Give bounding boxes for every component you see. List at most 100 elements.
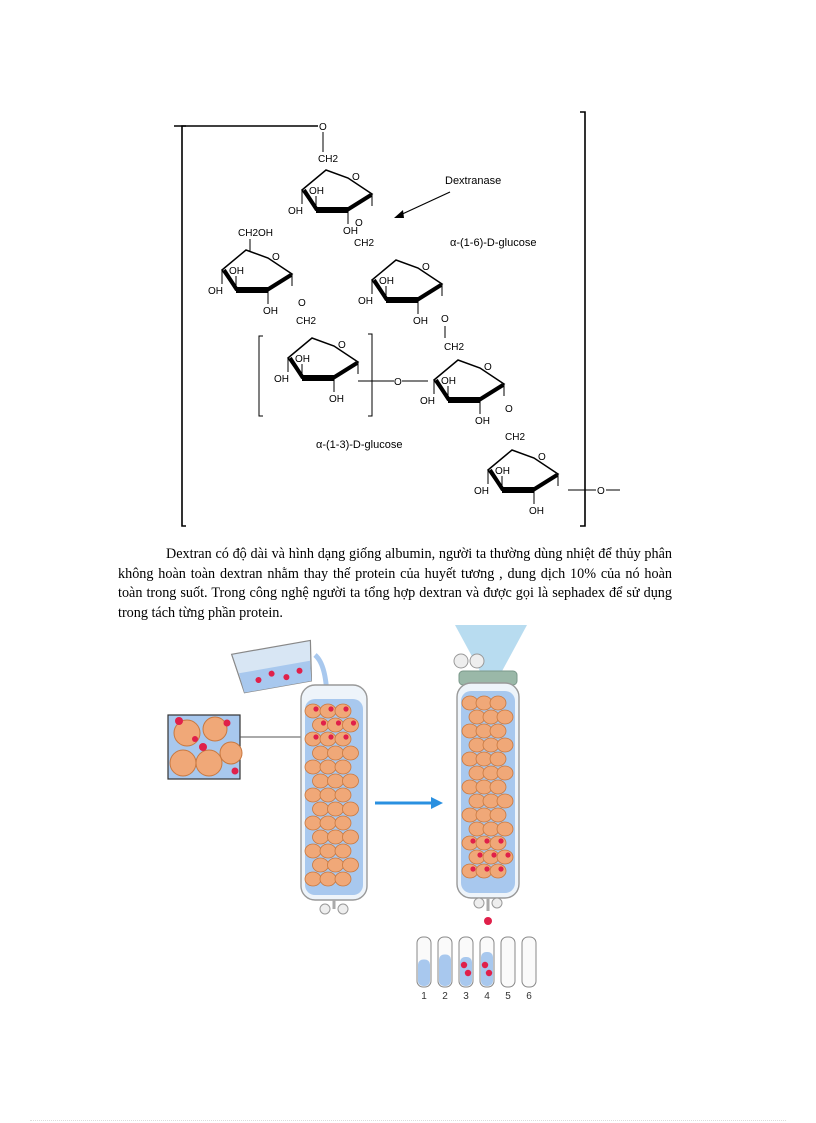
gel-bead: [327, 801, 344, 817]
protein-dot: [313, 706, 319, 712]
protein-dot: [343, 734, 349, 740]
pouring-beaker: [230, 639, 313, 694]
tube-liquid: [481, 952, 493, 986]
column-before: [300, 684, 368, 915]
gel-bead: [312, 717, 329, 733]
collection-tubes: 1 2 3 4 5 6: [416, 936, 537, 1002]
gel-bead: [489, 835, 507, 851]
alpha13-label: α-(1-3)-D-glucose: [316, 439, 402, 451]
gel-bead: [327, 773, 344, 789]
gel-bead: [496, 765, 514, 781]
column-after: [456, 682, 520, 925]
tube-liquid: [418, 959, 430, 986]
gel-bead: [304, 843, 322, 859]
outer-bracket-right: [580, 111, 586, 527]
protein-dot: [505, 852, 511, 858]
protein-dot: [328, 734, 334, 740]
gel-bead: [319, 815, 337, 831]
beads-left: [304, 703, 359, 887]
magnified-inset: [167, 714, 243, 780]
tube-number-label: 4: [484, 991, 490, 1002]
ring2-link-oxygen: O: [441, 314, 449, 325]
gel-bead: [342, 717, 359, 733]
gel-bead: [334, 843, 352, 859]
gel-bead: [342, 773, 359, 789]
gel-bead: [304, 787, 322, 803]
gel-bead: [304, 815, 322, 831]
tube-number-label: 3: [463, 991, 469, 1002]
gel-bead: [312, 773, 329, 789]
gel-bead: [319, 703, 337, 719]
paragraph-text: Dextran có độ dài và hình dạng giống alb…: [118, 546, 672, 621]
gel-bead: [319, 843, 337, 859]
protein-dot: [470, 866, 476, 872]
gel-bead: [496, 849, 514, 865]
ring3-ch2: CH2: [296, 316, 316, 327]
gel-bead: [312, 745, 329, 761]
tube-protein-dot: [464, 969, 472, 977]
dextran-structure-diagram: O OH OH OH O CH2 O Dextranase CH2 α-(1-6…: [174, 111, 620, 527]
inner-bracket-right: [368, 333, 373, 417]
process-arrow: [375, 797, 443, 809]
gel-bead: [327, 829, 344, 845]
gel-bead: [334, 815, 352, 831]
ring1-ch2: CH2: [318, 154, 338, 165]
gel-bead: [342, 857, 359, 873]
gel-bead: [334, 731, 352, 747]
dextranase-arrow: [397, 191, 451, 217]
gel-bead: [304, 731, 322, 747]
dextranase-label: Dextranase: [445, 175, 501, 187]
gel-bead: [489, 807, 507, 823]
protein-dot: [498, 838, 504, 844]
tube-number-label: 1: [421, 991, 427, 1002]
gel-bead: [496, 793, 514, 809]
protein-dot: [477, 852, 483, 858]
alpha13-oxygen: O: [394, 377, 402, 388]
gel-bead: [334, 787, 352, 803]
gel-bead: [342, 801, 359, 817]
collection-tube: [500, 936, 516, 988]
protein-dot: [343, 706, 349, 712]
page-bottom-rule: [30, 1120, 786, 1121]
tube-liquid: [439, 954, 451, 986]
left-ring-ch2oh: CH2OH: [238, 228, 273, 239]
protein-dot: [484, 838, 490, 844]
protein-dot: [491, 852, 497, 858]
gel-bead: [319, 871, 337, 887]
gel-bead: [304, 759, 322, 775]
gel-bead: [312, 857, 329, 873]
gel-bead: [319, 759, 337, 775]
ring2-ch2: CH2: [354, 238, 374, 249]
tube-protein-dot: [485, 969, 493, 977]
gel-bead: [327, 857, 344, 873]
gel-bead: [327, 717, 344, 733]
top-oxygen: O: [319, 122, 327, 133]
alpha16-label: α-(1-6)-D-glucose: [450, 237, 536, 249]
tube-protein-dot: [481, 961, 489, 969]
gel-bead: [489, 779, 507, 795]
body-paragraph: Dextran có độ dài và hình dạng giống alb…: [118, 545, 672, 623]
ring4-link-oxygen: O: [505, 404, 513, 415]
tube-number-label: 5: [505, 991, 511, 1002]
gel-bead: [496, 821, 514, 837]
gel-bead: [304, 703, 322, 719]
gel-bead: [334, 759, 352, 775]
protein-dot: [484, 866, 490, 872]
gel-bead: [304, 871, 322, 887]
gel-bead: [342, 745, 359, 761]
gel-bead: [327, 745, 344, 761]
gel-bead: [496, 709, 514, 725]
protein-dot: [470, 838, 476, 844]
protein-dot: [498, 866, 504, 872]
protein-dot: [328, 706, 334, 712]
protein-dot: [335, 720, 342, 726]
gel-bead: [334, 871, 352, 887]
ring4-ch2: CH2: [444, 342, 464, 353]
gel-bead: [312, 801, 329, 817]
ring5-ch2: CH2: [505, 432, 525, 443]
tube-number-label: 6: [526, 991, 532, 1002]
protein-dot: [350, 720, 357, 726]
tube-number-label: 2: [442, 991, 448, 1002]
gel-bead: [489, 751, 507, 767]
gel-filtration-column-diagram: 1 2 3 4 5 6: [167, 625, 537, 1002]
